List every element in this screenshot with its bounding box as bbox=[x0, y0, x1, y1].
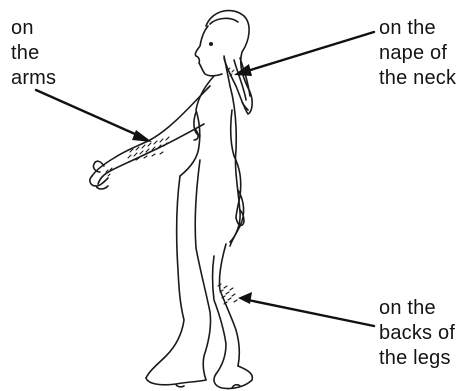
label-legs: on the backs of the legs bbox=[379, 296, 455, 371]
lower-arm-edge bbox=[98, 124, 204, 184]
front-torso bbox=[180, 76, 214, 176]
back-leg bbox=[219, 244, 239, 366]
label-arms-line-2: the bbox=[11, 41, 56, 66]
label-neck-line-2: nape of bbox=[379, 41, 456, 66]
arrow-legs bbox=[248, 300, 374, 326]
face-profile bbox=[195, 26, 222, 76]
label-legs-line-1: on the bbox=[379, 296, 455, 321]
label-neck-line-3: the neck bbox=[379, 66, 456, 91]
label-neck-line-1: on the bbox=[379, 16, 456, 41]
pointer-arrows bbox=[36, 32, 374, 326]
label-legs-line-3: the legs bbox=[379, 346, 455, 371]
front-leg bbox=[146, 176, 184, 378]
arrow-arms bbox=[36, 90, 144, 138]
label-arms-line-1: on bbox=[11, 16, 56, 41]
arrowhead-arms bbox=[132, 130, 152, 142]
label-neck: on the nape of the neck bbox=[379, 16, 456, 91]
label-legs-line-2: backs of bbox=[379, 321, 455, 346]
arrow-neck bbox=[244, 32, 374, 72]
label-arms: on the arms bbox=[11, 16, 56, 91]
label-arms-line-3: arms bbox=[11, 66, 56, 91]
arrowhead-legs bbox=[238, 292, 252, 304]
